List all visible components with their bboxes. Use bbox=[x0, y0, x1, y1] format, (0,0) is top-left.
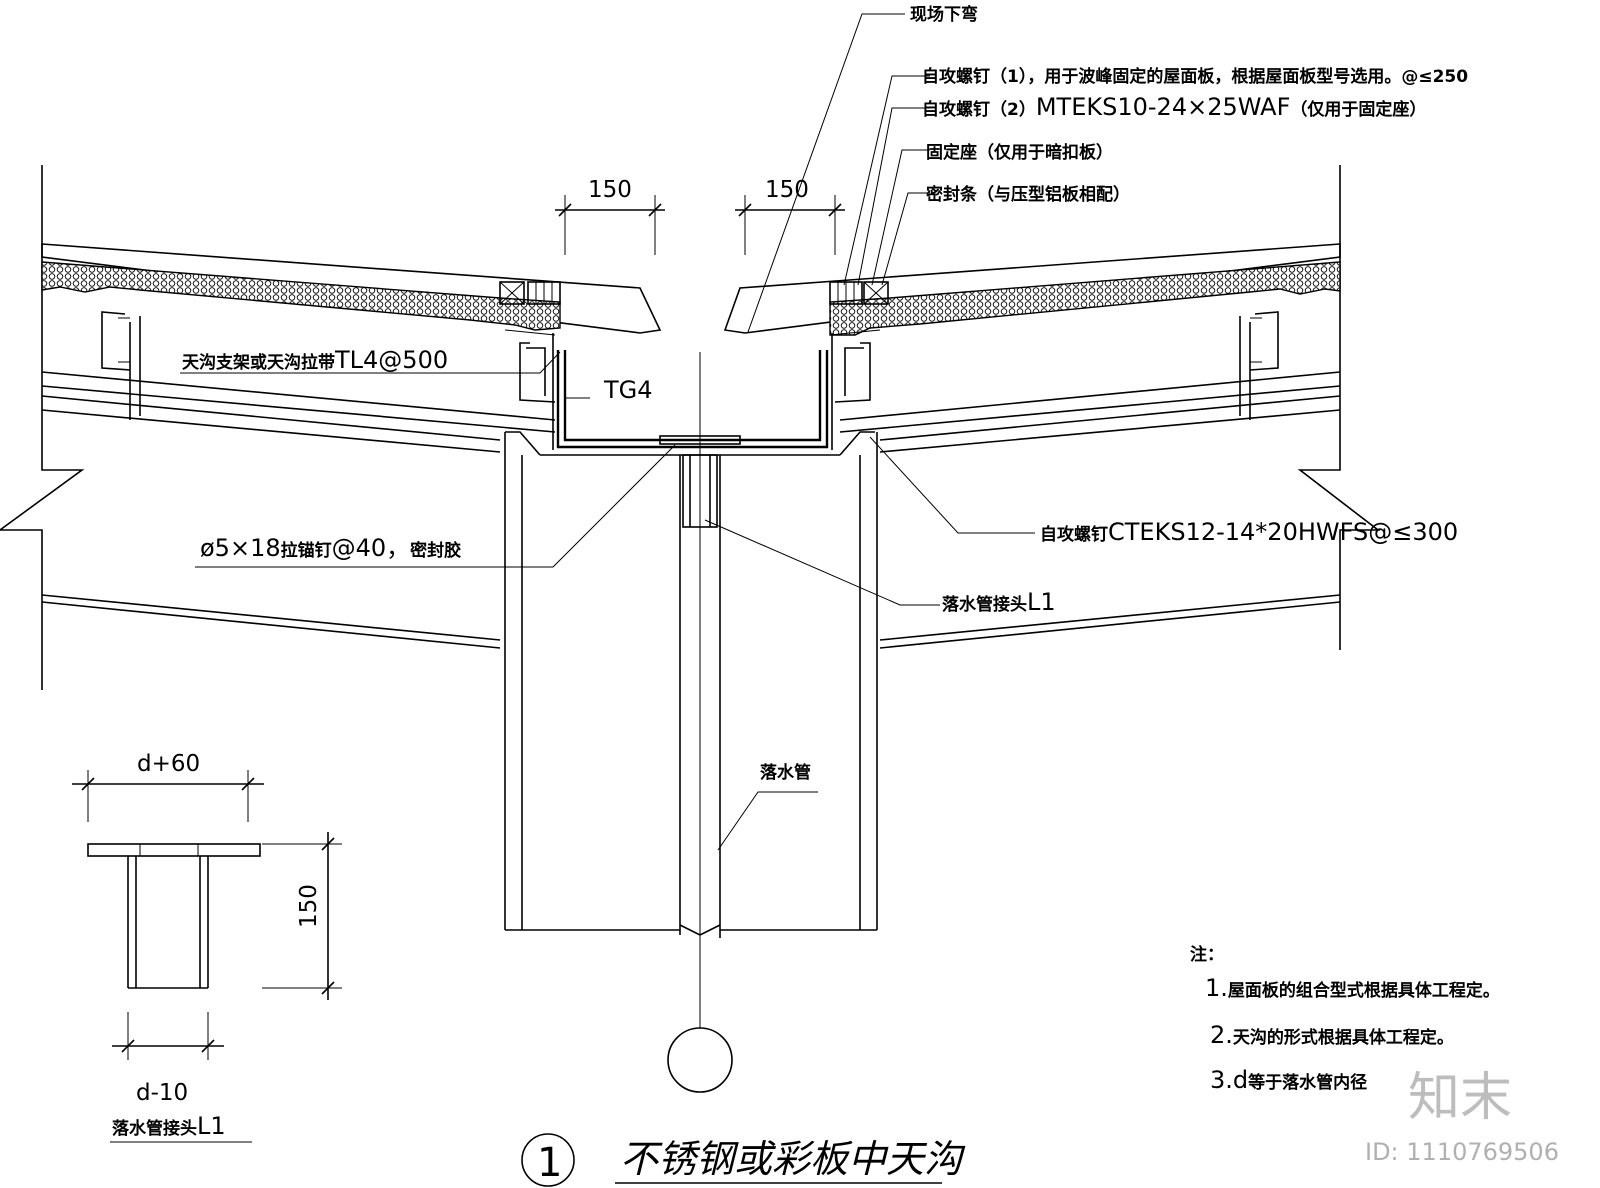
right-roof-sheet bbox=[723, 243, 1341, 334]
label-gutter-support-cn: 天沟支架或天沟拉带 bbox=[182, 352, 335, 373]
note-3-code: d bbox=[1233, 1066, 1248, 1094]
detail-l1 bbox=[72, 770, 342, 1060]
title-text: 不锈钢或彩板中天沟 bbox=[620, 1137, 966, 1181]
watermark-id: ID: 1110769506 bbox=[1365, 1138, 1559, 1166]
note-2-text: 天沟的形式根据具体工程定。 bbox=[1233, 1027, 1454, 1048]
gutter-tg4 bbox=[505, 333, 875, 456]
leader-lines bbox=[180, 13, 1035, 851]
label-downpipe: 落水管 bbox=[760, 762, 811, 783]
right-roof bbox=[723, 165, 1381, 650]
label-screw-2-code: MTEKS10-24×25WAF bbox=[1036, 93, 1291, 121]
notes-heading: 注： bbox=[1190, 944, 1224, 965]
note-2-num: 2. bbox=[1210, 1021, 1233, 1049]
note-2: 2.天沟的形式根据具体工程定。 bbox=[1210, 1021, 1454, 1049]
left-insulation bbox=[41, 261, 561, 331]
detail-caption-cn: 落水管接头 bbox=[112, 1118, 197, 1139]
right-insulation bbox=[829, 261, 1341, 336]
note-1-num: 1. bbox=[1205, 974, 1228, 1002]
label-rivet: ø5×18拉锚钉@40，密封胶 bbox=[200, 534, 461, 562]
label-downpipe-joint-cn: 落水管接头 bbox=[942, 594, 1027, 615]
dim-joint-width: d+60 bbox=[137, 751, 200, 777]
label-rivet-seal: 密封胶 bbox=[410, 540, 461, 561]
label-screw-2: 自攻螺钉（2）MTEKS10-24×25WAF（仅用于固定座） bbox=[922, 93, 1426, 121]
dim-joint-height: 150 bbox=[296, 884, 322, 928]
detail-caption: 落水管接头L1 bbox=[112, 1112, 226, 1140]
note-1: 1.屋面板的组合型式根据具体工程定。 bbox=[1205, 974, 1500, 1002]
dim-left-150: 150 bbox=[588, 177, 632, 203]
structure-columns bbox=[504, 432, 878, 931]
label-rivet-spacing: @40， bbox=[332, 534, 411, 562]
label-gutter-support: 天沟支架或天沟拉带TL4@500 bbox=[182, 346, 448, 374]
left-roof-sheet bbox=[41, 243, 662, 334]
label-self-screw-code: CTEKS12-14*20HWFS@≤300 bbox=[1108, 518, 1458, 546]
note-3: 3.d等于落水管内径 bbox=[1210, 1066, 1367, 1094]
label-screw-2-prefix: 自攻螺钉（2） bbox=[922, 99, 1036, 120]
label-screw-1: 自攻螺钉（1），用于波峰固定的屋面板，根据屋面板型号选用。@≤250 bbox=[922, 66, 1468, 87]
title-number: 1 bbox=[537, 1140, 562, 1186]
label-self-screw: 自攻螺钉CTEKS12-14*20HWFS@≤300 bbox=[1040, 518, 1458, 546]
watermark-brand: 知末 bbox=[1408, 1068, 1512, 1128]
dim-joint-inner: d-10 bbox=[136, 1080, 188, 1106]
title-number-circle bbox=[521, 1133, 575, 1187]
left-seal-strip bbox=[499, 281, 525, 305]
label-downpipe-joint: 落水管接头L1 bbox=[942, 588, 1056, 616]
right-seal-strip bbox=[863, 281, 889, 305]
dimension-left-150 bbox=[555, 195, 665, 255]
label-fixed-seat: 固定座（仅用于暗扣板） bbox=[926, 142, 1113, 163]
label-rivet-cn: 拉锚钉 bbox=[281, 540, 332, 561]
note-1-text: 屋面板的组合型式根据具体工程定。 bbox=[1228, 980, 1500, 1001]
downpipe bbox=[667, 352, 733, 1093]
label-gutter-code: TG4 bbox=[603, 376, 653, 404]
left-roof bbox=[0, 165, 662, 690]
note-3-num: 3. bbox=[1210, 1066, 1233, 1094]
detail-caption-code: L1 bbox=[197, 1112, 226, 1140]
dimension-right-150 bbox=[735, 195, 845, 255]
label-bend-on-site: 现场下弯 bbox=[910, 4, 978, 25]
label-downpipe-joint-code: L1 bbox=[1027, 588, 1056, 616]
label-screw-2-suffix: （仅用于固定座） bbox=[1290, 99, 1426, 120]
section-marker-circle bbox=[667, 1027, 733, 1093]
label-seal-strip: 密封条（与压型铝板相配） bbox=[926, 184, 1130, 205]
note-3-text: 等于落水管内径 bbox=[1248, 1072, 1367, 1093]
label-self-screw-cn: 自攻螺钉 bbox=[1040, 524, 1108, 545]
label-rivet-code: ø5×18 bbox=[200, 534, 281, 562]
label-gutter-support-code: TL4@500 bbox=[334, 346, 448, 374]
